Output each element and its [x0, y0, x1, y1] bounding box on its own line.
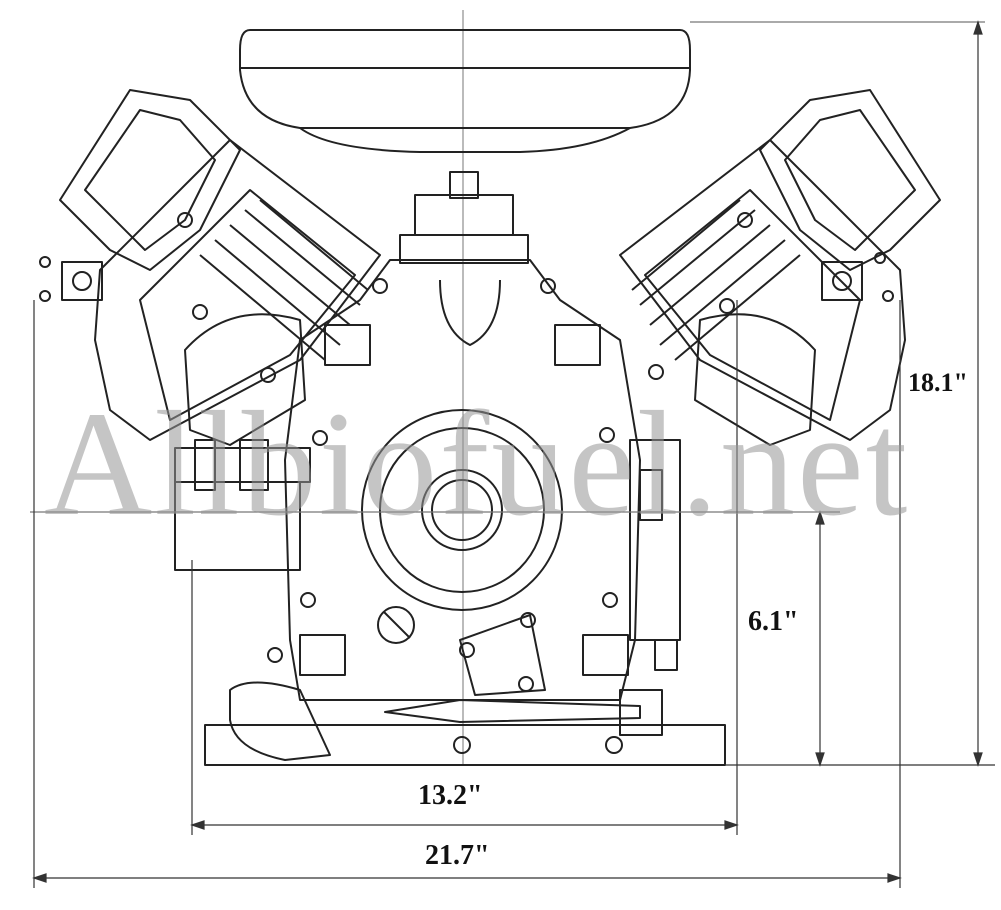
left-cylinder [59, 89, 381, 446]
right-spark-plug [821, 252, 894, 302]
watermark-text: Allbiofuel.net [44, 381, 910, 547]
base-plate [204, 681, 726, 766]
side-bracket [629, 439, 681, 671]
base-width-label: 13.2" [418, 780, 483, 811]
height-total-label: 18.1" [908, 368, 968, 397]
right-cylinder [599, 89, 941, 446]
fuel-fitting [174, 439, 311, 571]
total-width-label: 21.7" [425, 840, 490, 871]
shaft-height-label: 6.1" [748, 606, 799, 637]
dimension-lines [30, 20, 995, 888]
crankcase [284, 171, 641, 701]
air-cleaner [239, 29, 691, 153]
left-spark-plug [39, 256, 103, 302]
